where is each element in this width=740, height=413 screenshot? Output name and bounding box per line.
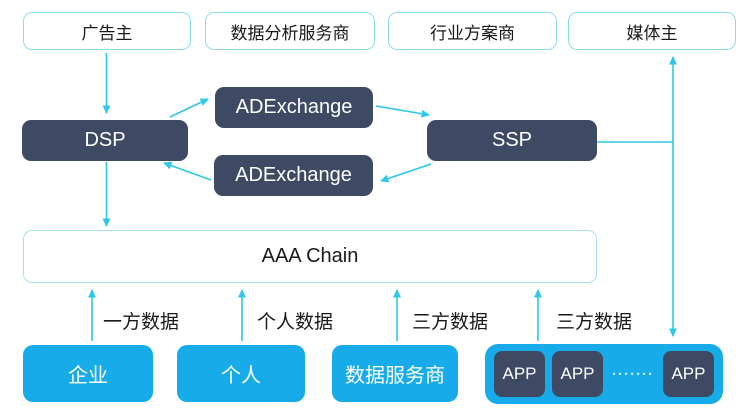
arrow-dsp-to-adexchange-top	[169, 98, 209, 118]
node-industry-solution-provider: 行业方案商	[388, 12, 557, 50]
edge-label-third-party-data-2: 三方数据	[556, 312, 633, 333]
node-enterprise: 企业	[23, 345, 153, 402]
node-media-owner: 媒体主	[568, 12, 736, 50]
node-dsp: DSP	[22, 120, 188, 161]
ellipsis-dots: ·······	[612, 365, 654, 383]
node-adexchange-bottom: ADExchange	[214, 155, 373, 196]
node-app-2: APP	[552, 351, 603, 397]
node-app-3: APP	[662, 351, 714, 397]
node-advertiser: 广告主	[23, 12, 191, 50]
edge-label-first-party-data: 一方数据	[103, 312, 180, 333]
edge-label-third-party-data-1: 三方数据	[412, 312, 489, 333]
node-data-analytics-provider: 数据分析服务商	[205, 12, 375, 50]
node-data-service-provider: 数据服务商	[332, 345, 458, 402]
node-adexchange-top: ADExchange	[215, 87, 373, 128]
arrow-adexchange-bottom-to-dsp	[163, 161, 212, 181]
node-individual: 个人	[177, 345, 305, 402]
node-app-group: APP APP ······· APP	[485, 344, 723, 404]
node-ssp: SSP	[427, 120, 597, 161]
node-aaa-chain: AAA Chain	[23, 230, 597, 283]
arrow-adexchange-top-to-ssp	[375, 105, 430, 118]
node-app-1: APP	[494, 351, 545, 397]
arrow-ssp-to-adexchange-bottom	[380, 163, 432, 183]
edge-label-personal-data: 个人数据	[257, 312, 334, 333]
